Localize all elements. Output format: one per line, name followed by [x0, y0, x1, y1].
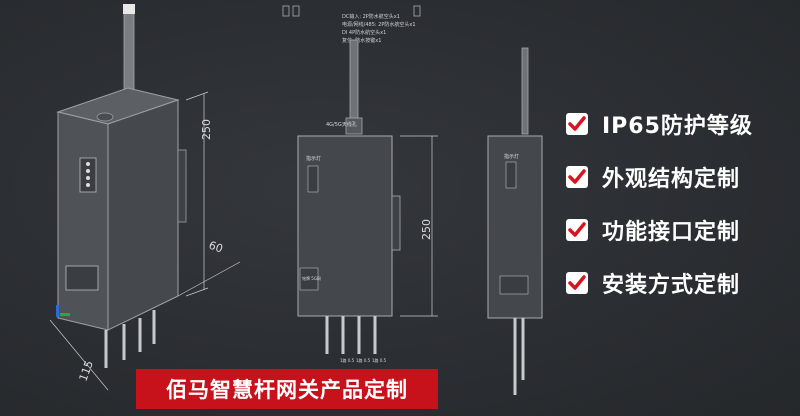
feature-label: 安装方式定制	[602, 273, 741, 298]
feature-item: 安装方式定制	[566, 269, 796, 298]
front-panel-label: 指示灯	[306, 155, 321, 162]
feature-label: 功能接口定制	[602, 220, 741, 245]
port-label: 1路 0.5	[340, 357, 355, 363]
front-nameplate: 铭牌 5G网	[302, 275, 321, 281]
spec-note: 复位: 防水按键x1	[342, 37, 381, 44]
top-markers	[282, 5, 421, 17]
front-view: 4G/5G天线孔 指示灯 铭牌 5G网 1路 0.5 1路 0.5 1路 0.5…	[297, 39, 438, 363]
spec-note: DC输入: 2P防水航空头x1	[342, 13, 400, 20]
check-icon	[566, 113, 588, 135]
spec-note: 电源/网线/485: 2P防水航空头x1	[342, 21, 416, 28]
iso-dim-depth: 60	[207, 239, 225, 256]
check-icon	[566, 272, 588, 294]
iso-view: 250 60 115	[49, 4, 241, 391]
feature-label: IP65防护等级	[602, 114, 753, 139]
side-view: 指示灯	[487, 47, 543, 395]
front-dim-height: 250	[420, 219, 433, 240]
title-banner: 佰马智慧杆网关产品定制	[136, 369, 438, 409]
feature-list: IP65防护等级 外观结构定制 功能接口定制 安装方式定制	[566, 110, 796, 322]
check-icon	[566, 166, 588, 188]
port-label: 1路 0.5	[356, 357, 371, 363]
feature-item: 外观结构定制	[566, 163, 796, 192]
spec-note: DI 4P防水航空头x1	[342, 29, 386, 36]
spec-notes: DC输入: 2P防水航空头x1 电源/网线/485: 2P防水航空头x1 DI …	[342, 13, 416, 44]
check-icon	[566, 219, 588, 241]
front-top-label: 4G/5G天线孔	[326, 121, 357, 128]
iso-dim-height: 250	[200, 119, 213, 140]
iso-dim-width: 115	[77, 359, 96, 383]
feature-item: IP65防护等级	[566, 110, 796, 139]
feature-item: 功能接口定制	[566, 216, 796, 245]
side-panel-label: 指示灯	[504, 153, 519, 160]
banner-title: 佰马智慧杆网关产品定制	[166, 378, 408, 402]
port-label: 1路 0.5	[372, 357, 387, 363]
feature-label: 外观结构定制	[602, 167, 741, 192]
